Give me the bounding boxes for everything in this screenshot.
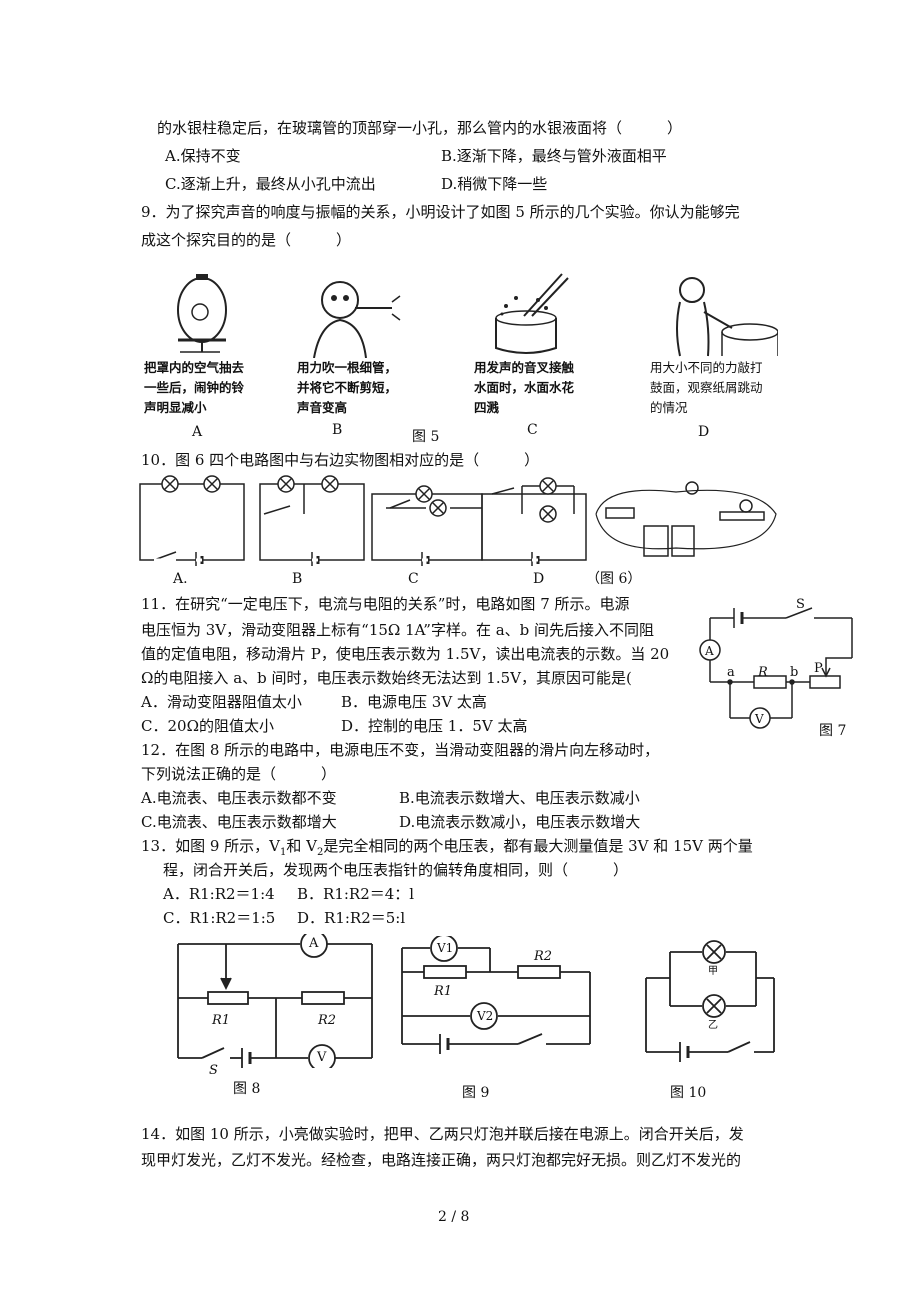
q11-option-d: D．控制的电压 1．5V 太高: [341, 717, 528, 735]
q13-line1-part-b: 和 V: [286, 837, 317, 855]
fig7-a-label: a: [727, 665, 735, 680]
fig5-label-a: A: [192, 424, 203, 440]
q13-line1-part-a: 13．如图 9 所示，V: [141, 837, 280, 855]
fig7-switch-label: S: [796, 597, 805, 612]
q12-line2: 下列说法正确的是（ ）: [141, 765, 337, 783]
fig10-caption: 图 10: [670, 1085, 707, 1101]
q13-sub2: 2: [316, 847, 324, 858]
q13-option-b: B．R1:R2＝4：l: [297, 885, 415, 903]
q13-sub1: 1: [280, 847, 287, 858]
fig7-p-label: P: [814, 661, 823, 676]
q9-line2: 成这个探究目的的是（ ）: [141, 231, 352, 249]
fig9-r1-label: R1: [434, 984, 453, 999]
fig8-r1-label: R1: [212, 1013, 231, 1028]
drum-beating-illustration: [676, 277, 778, 357]
q8-option-b: B.逐渐下降，最终与管外液面相平: [441, 147, 667, 165]
fig9-caption: 图 9: [462, 1085, 490, 1101]
q13-option-c: C．R1:R2＝1:5: [163, 909, 276, 927]
fig5-label-c: C: [527, 422, 538, 438]
q11-option-a: A．滑动变阻器阻值太小: [141, 693, 302, 711]
fig5-panel-a-text: 把罩内的空气抽去 一些后，闹钟的铃 声明显减小: [144, 360, 245, 415]
fig6-label-c: C: [408, 571, 419, 587]
q12-option-c: C.电流表、电压表示数都增大: [141, 813, 337, 831]
q13-line1-part-c: 是完全相同的两个电压表，都有最大测量值是 3V 和 15V 两个量: [323, 837, 753, 855]
fig5-panel-d-text: 用大小不同的力敲打 鼓面，观察纸屑跳动 的情况: [650, 360, 763, 415]
fig6-label-b: B: [292, 571, 303, 587]
q12-option-d: D.电流表示数减小，电压表示数增大: [399, 813, 641, 831]
fig8-r2-label: R2: [318, 1013, 337, 1028]
fig7-ammeter-label: A: [705, 644, 714, 658]
fig6-circuits: [139, 475, 777, 566]
bell-jar-illustration: [177, 274, 227, 353]
q8-continuation: 的水银柱稳定后，在玻璃管的顶部穿一小孔，那么管内的水银液面将（ ）: [157, 119, 683, 137]
q10-line1: 10．图 6 四个电路图中与右边实物图相对应的是（ ）: [141, 451, 540, 469]
q14-line2: 现甲灯发光，乙灯不发光。经检查，电路连接正确，两只灯泡都完好无损。则乙灯不发光的: [141, 1151, 742, 1169]
fig5-label-b: B: [332, 422, 343, 438]
fig5-label-d: D: [698, 424, 710, 440]
q13-line2: 程，闭合开关后，发现两个电压表指针的偏转角度相同，则（ ）: [163, 861, 629, 879]
fig7-caption: 图 7: [819, 723, 847, 739]
q13-option-a: A．R1:R2＝1:4: [163, 885, 275, 903]
fig5-caption: 图 5: [412, 429, 440, 445]
fig7-voltmeter-label: V: [755, 712, 764, 726]
page-number: 2 / 8: [438, 1209, 470, 1225]
fig10-yi-label: 乙: [708, 1020, 718, 1031]
fig9-v1-label: V1: [437, 941, 454, 955]
fig5-panel-b-text: 用力吹一根细管， 并将它不断剪短， 声音变高: [297, 360, 398, 415]
q8-option-d: D.稍微下降一些: [441, 175, 548, 193]
tuning-fork-water-illustration: [495, 273, 569, 354]
q13-option-d: D．R1:R2＝5:l: [297, 909, 406, 927]
q12-option-a: A.电流表、电压表示数都不变: [141, 789, 337, 807]
q11-line2: 电压恒为 3V，滑动变阻器上标有“15Ω 1A”字样。在 a、b 间先后接入不同…: [141, 621, 655, 639]
fig7-b-label: b: [790, 665, 799, 680]
q12-line1: 12．在图 8 所示的电路中，电源电压不变，当滑动变阻器的滑片向左移动时，: [141, 741, 660, 759]
fig8-ammeter-label: A: [309, 936, 319, 951]
q12-option-b: B.电流表示数增大、电压表示数减小: [399, 789, 640, 807]
fig7-circuit: [699, 607, 853, 729]
fig6-label-d: D: [533, 571, 545, 587]
fig8-voltmeter-label: V: [317, 1050, 327, 1065]
fig8-circuit: [177, 934, 373, 1068]
fig5-panel-c-text: 用发声的音叉接触 水面时，水面水花 四溅: [474, 360, 575, 415]
q11-line4: Ω的电阻接入 a、b 间时，电压表示数始终无法达到 1.5V，其原因可能是(: [141, 669, 632, 687]
fig10-jia-label: 甲: [708, 966, 718, 977]
q8-option-c: C.逐渐上升，最终从小孔中流出: [165, 175, 376, 193]
fig7-r-label: R: [758, 665, 768, 680]
fig10-circuit: [645, 940, 775, 1062]
q11-line1: 11．在研究“一定电压下，电流与电阻的关系”时，电路如图 7 所示。电源: [141, 595, 630, 613]
q11-option-c: C．20Ω的阻值太小: [141, 717, 275, 735]
fig8-switch-label: S: [209, 1063, 218, 1078]
fig9-circuit: [401, 936, 591, 1054]
q13-line1: 13．如图 9 所示，V1和 V2是完全相同的两个电压表，都有最大测量值是 3V…: [141, 836, 753, 863]
q9-line1: 9．为了探究声音的响度与振幅的关系，小明设计了如图 5 所示的几个实验。你认为能…: [141, 203, 740, 221]
person-blowing-tube-illustration: [313, 281, 401, 358]
fig9-v2-label: V2: [477, 1009, 494, 1023]
q8-option-a: A.保持不变: [165, 147, 241, 165]
fig6-label-a: A.: [173, 571, 188, 587]
q11-option-b: B．电源电压 3V 太高: [341, 693, 487, 711]
fig8-caption: 图 8: [233, 1081, 261, 1097]
fig9-r2-label: R2: [534, 949, 553, 964]
q14-line1: 14．如图 10 所示，小亮做实验时，把甲、乙两只灯泡并联后接在电源上。闭合开关…: [141, 1125, 744, 1143]
q11-line3: 值的定值电阻，移动滑片 P，使电压表示数为 1.5V，读出电流表的示数。当 20: [141, 645, 670, 663]
fig6-caption: （图 6）: [586, 571, 642, 587]
